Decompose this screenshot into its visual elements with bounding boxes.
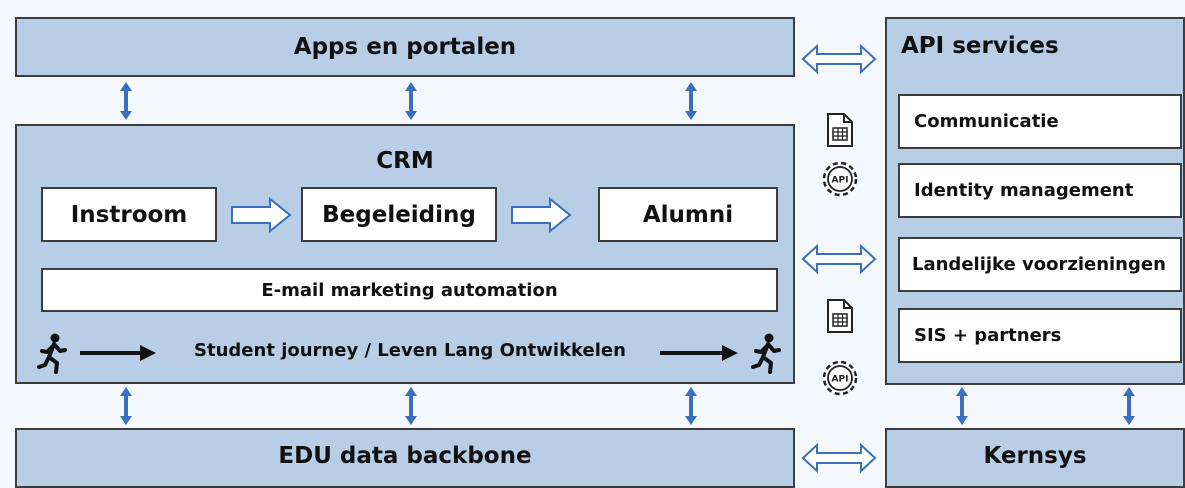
stage-label: Instroom [70, 201, 188, 228]
bidirectional-arrow-icon [801, 442, 877, 474]
edu-backbone-box: EDU data backbone [15, 428, 795, 488]
stage-alumni: Alumni [598, 187, 778, 242]
api-gear-icon: API [822, 360, 858, 396]
email-marketing-box: E-mail marketing automation [41, 268, 778, 312]
vertical-arrow-icon [685, 387, 697, 425]
document-icon [827, 113, 853, 147]
api-gear-icon: API [822, 161, 858, 197]
api-item-label: SIS + partners [914, 325, 1062, 346]
api-item-identity: Identity management [898, 163, 1182, 218]
vertical-arrow-icon [956, 387, 968, 425]
journey-arrow-icon [80, 345, 156, 361]
vertical-arrow-icon [405, 387, 417, 425]
document-icon [827, 299, 853, 333]
apps-portals-label: Apps en portalen [293, 34, 517, 60]
kernsys-label: Kernsys [983, 443, 1087, 469]
stage-label: Alumni [642, 201, 734, 228]
walking-person-icon [37, 333, 67, 374]
vertical-arrow-icon [120, 387, 132, 425]
bidirectional-arrow-icon [801, 243, 877, 275]
api-gear-text: API [832, 176, 849, 186]
api-item-label: Landelijke voorzieningen [912, 254, 1166, 275]
stage-label: Begeleiding [322, 201, 476, 228]
journey-arrow-icon [660, 345, 738, 361]
stage-instroom: Instroom [41, 187, 217, 242]
edu-backbone-label: EDU data backbone [278, 443, 532, 469]
api-services-title: API services [901, 33, 1059, 59]
vertical-arrow-icon [685, 82, 697, 120]
apps-portals-box: Apps en portalen [15, 17, 795, 77]
api-item-label: Communicatie [914, 111, 1059, 132]
api-item-sis: SIS + partners [898, 308, 1182, 363]
crm-box: CRM [15, 124, 795, 384]
vertical-arrow-icon [120, 82, 132, 120]
api-item-landelijke: Landelijke voorzieningen [898, 237, 1182, 292]
kernsys-box: Kernsys [885, 428, 1185, 488]
api-gear-text: API [832, 375, 849, 385]
walking-person-icon [751, 333, 781, 374]
flow-arrow-icon [231, 196, 292, 234]
vertical-arrow-icon [405, 82, 417, 120]
student-journey-label: Student journey / Leven Lang Ontwikkelen [194, 340, 626, 361]
api-item-label: Identity management [914, 180, 1134, 201]
flow-arrow-icon [511, 196, 572, 234]
vertical-arrow-icon [1123, 387, 1135, 425]
api-item-communicatie: Communicatie [898, 94, 1182, 149]
email-marketing-label: E-mail marketing automation [261, 279, 558, 301]
crm-title: CRM [376, 148, 434, 174]
stage-begeleiding: Begeleiding [301, 187, 497, 242]
bidirectional-arrow-icon [801, 43, 877, 75]
